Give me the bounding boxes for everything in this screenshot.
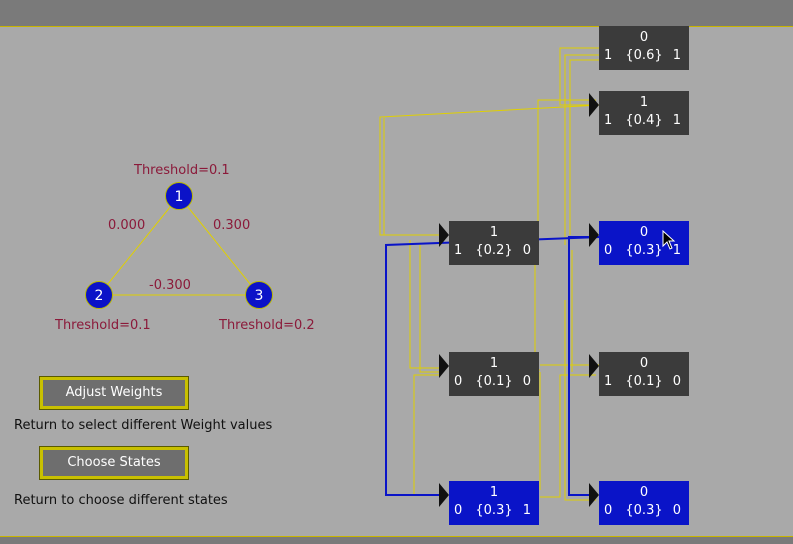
weight-2-3-label: -0.300 <box>149 278 191 293</box>
edge-1-2 <box>98 195 180 296</box>
state-left: 1 <box>454 243 463 258</box>
choose-states-hint: Return to choose different states <box>14 493 228 508</box>
mouse-cursor-icon <box>662 230 676 250</box>
weight-1-3-label: 0.300 <box>213 218 251 233</box>
state-box-active[interactable]: 1 0 {0.3} 1 <box>449 481 539 525</box>
wire-c <box>559 47 600 106</box>
state-right: 0 <box>672 374 681 389</box>
state-right: 1 <box>522 503 531 518</box>
wire-e <box>569 59 600 235</box>
state-box-active[interactable]: 0 0 {0.3} 0 <box>599 481 689 525</box>
wire-d <box>564 54 600 245</box>
state-right: 1 <box>672 243 681 258</box>
arrow-icon <box>589 354 599 378</box>
state-box[interactable]: 1 1 {0.4} 1 <box>599 91 689 135</box>
state-box[interactable]: 0 1 {0.1} 0 <box>599 352 689 396</box>
edge-1-3 <box>178 195 260 296</box>
state-box-active[interactable]: 0 0 {0.3} 1 <box>599 221 689 265</box>
state-probability: {0.6} <box>625 48 663 63</box>
wire-a <box>379 104 601 236</box>
state-probability: {0.1} <box>475 374 513 389</box>
state-left: 1 <box>604 48 613 63</box>
bottom-bar <box>0 536 793 544</box>
node-3: 3 <box>245 281 273 309</box>
state-left: 1 <box>604 374 613 389</box>
state-output: 1 <box>489 485 499 500</box>
choose-states-button[interactable]: Choose States <box>39 446 189 480</box>
arrow-icon <box>589 483 599 507</box>
arrow-icon <box>439 223 449 247</box>
state-box[interactable]: 1 0 {0.1} 0 <box>449 352 539 396</box>
wire-h <box>413 374 440 496</box>
node-1-threshold: Threshold=0.1 <box>134 163 230 178</box>
state-right: 1 <box>672 48 681 63</box>
node-1: 1 <box>165 182 193 210</box>
state-probability: {0.3} <box>475 503 513 518</box>
top-bar <box>0 0 793 27</box>
adjust-weights-button[interactable]: Adjust Weights <box>39 376 189 410</box>
state-output: 0 <box>639 30 649 45</box>
state-output: 0 <box>639 485 649 500</box>
state-output: 1 <box>489 225 499 240</box>
state-probability: {0.1} <box>625 374 663 389</box>
state-probability: {0.3} <box>625 503 663 518</box>
wire-f <box>537 99 596 232</box>
arrow-icon <box>589 223 599 247</box>
state-right: 1 <box>672 113 681 128</box>
state-right: 0 <box>522 374 531 389</box>
state-probability: {0.4} <box>625 113 663 128</box>
state-left: 0 <box>604 243 613 258</box>
node-2: 2 <box>85 281 113 309</box>
wire-l <box>540 374 596 498</box>
wire-blue-b <box>568 236 600 496</box>
arrow-icon <box>439 483 449 507</box>
wire-g <box>409 240 440 369</box>
state-left: 0 <box>454 374 463 389</box>
weight-1-2-label: 0.000 <box>108 218 146 233</box>
state-output: 0 <box>639 356 649 371</box>
state-box[interactable]: 1 1 {0.2} 0 <box>449 221 539 265</box>
node-2-threshold: Threshold=0.1 <box>55 318 151 333</box>
adjust-weights-hint: Return to select different Weight values <box>14 418 273 433</box>
state-output: 0 <box>639 225 649 240</box>
state-probability: {0.2} <box>475 243 513 258</box>
wire-n <box>564 300 596 501</box>
state-right: 0 <box>522 243 531 258</box>
state-box[interactable]: 0 1 {0.6} 1 <box>599 26 689 70</box>
arrow-icon <box>589 93 599 117</box>
state-left: 1 <box>604 113 613 128</box>
state-left: 0 <box>604 503 613 518</box>
state-left: 0 <box>454 503 463 518</box>
arrow-icon <box>439 354 449 378</box>
state-output: 1 <box>639 95 649 110</box>
wire-b <box>383 118 440 236</box>
wire-i <box>419 245 440 373</box>
state-right: 0 <box>672 503 681 518</box>
state-output: 1 <box>489 356 499 371</box>
state-probability: {0.3} <box>625 243 663 258</box>
node-3-threshold: Threshold=0.2 <box>219 318 315 333</box>
